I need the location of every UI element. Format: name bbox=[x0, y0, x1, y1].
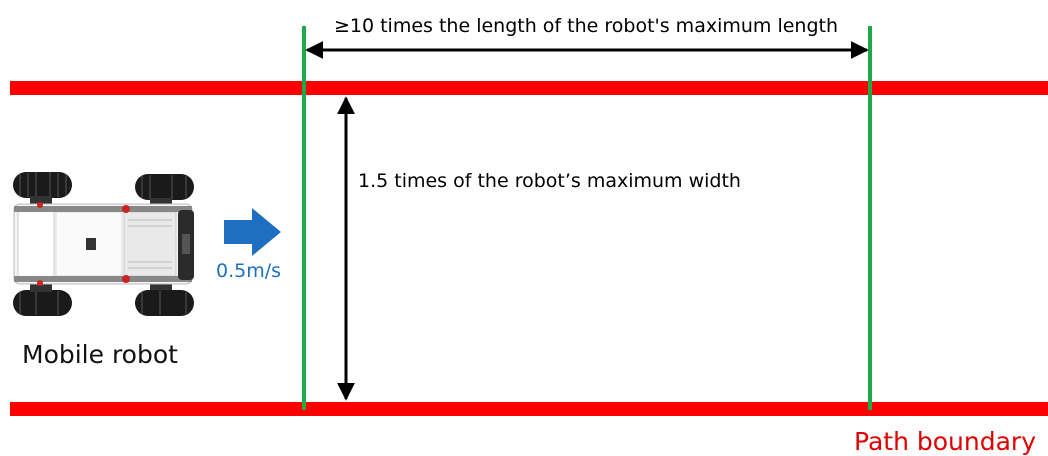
upper-path-boundary bbox=[10, 81, 1048, 95]
mobile-robot-icon bbox=[13, 172, 194, 316]
speed-label: 0.5m/s bbox=[216, 260, 281, 282]
length-spec-label: ≥10 times the length of the robot's maxi… bbox=[334, 15, 838, 37]
width-spec-label: 1.5 times of the robot’s maximum width bbox=[358, 170, 741, 192]
lower-path-boundary bbox=[10, 402, 1048, 416]
path-boundary-label: Path boundary bbox=[854, 427, 1036, 456]
right-arrow-icon bbox=[224, 208, 281, 256]
robot-label: Mobile robot bbox=[22, 340, 178, 369]
